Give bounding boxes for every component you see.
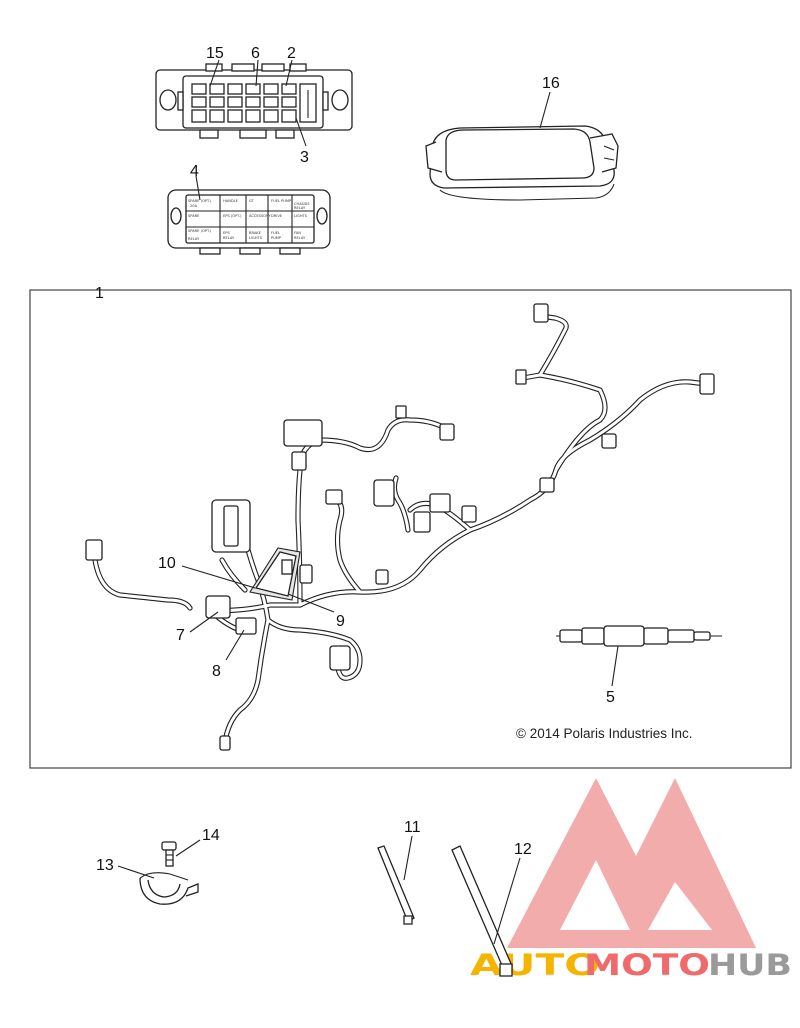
callout-1: 1 <box>95 285 104 302</box>
watermark-text-moto: MOTO <box>584 948 710 982</box>
callout-5: 5 <box>606 689 615 706</box>
callout-9: 9 <box>336 613 345 630</box>
callout-12: 12 <box>514 841 532 858</box>
callout-7: 7 <box>176 627 185 644</box>
svg-text:RELAY: RELAY <box>223 236 235 240</box>
svg-text:BRAKE: BRAKE <box>249 231 262 235</box>
svg-text:CHASSIS: CHASSIS <box>294 202 310 206</box>
svg-text:FAN: FAN <box>294 231 301 235</box>
fuse-box-cover: SPARE (OPT.) 20A HANDLE GT FUEL PUMP CHA… <box>167 189 331 255</box>
callout-11: 11 <box>404 819 421 836</box>
svg-text:LIGHTS: LIGHTS <box>294 214 308 218</box>
leader-lines <box>117 59 619 945</box>
svg-text:20A: 20A <box>190 204 198 208</box>
relay-box <box>249 547 301 601</box>
svg-text:PUMP: PUMP <box>271 236 282 240</box>
cable-tie-large <box>451 845 513 977</box>
svg-text:RELAY: RELAY <box>294 236 306 240</box>
callout-15: 15 <box>206 45 224 62</box>
clamp <box>139 872 199 905</box>
callout-numbers: 15 6 2 3 4 16 1 10 7 8 9 5 13 14 11 12 <box>95 45 615 874</box>
watermark-triangle <box>507 778 756 948</box>
watermark-text-auto: AUTO <box>470 948 600 982</box>
svg-text:SPARE (OPT.): SPARE (OPT.) <box>188 199 212 203</box>
svg-text:SPARE: SPARE <box>188 214 200 218</box>
callout-6: 6 <box>251 45 260 62</box>
svg-text:SPARE (OPT.): SPARE (OPT.) <box>188 229 212 233</box>
svg-text:RELAY: RELAY <box>188 237 200 241</box>
svg-text:FUEL PUMP: FUEL PUMP <box>271 199 292 203</box>
svg-text:DRIVE: DRIVE <box>271 214 283 218</box>
callout-3: 3 <box>300 149 309 166</box>
svg-text:GT: GT <box>249 199 255 203</box>
svg-text:LIGHTS: LIGHTS <box>249 236 263 240</box>
watermark-logo: AUTO MOTO HUB <box>470 778 792 982</box>
copyright-notice: © 2014 Polaris Industries Inc. <box>516 726 693 741</box>
callout-4: 4 <box>190 163 199 180</box>
cover-label-text: SPARE (OPT.) 20A HANDLE GT FUEL PUMP CHA… <box>188 199 310 241</box>
svg-text:RELAY: RELAY <box>294 206 306 210</box>
svg-text:EPS (OPT.): EPS (OPT.) <box>223 214 242 218</box>
callout-8: 8 <box>212 663 221 680</box>
svg-text:FUEL: FUEL <box>271 231 280 235</box>
svg-text:ACCESSORY: ACCESSORY <box>249 214 271 218</box>
screw <box>161 841 177 867</box>
harness-frame <box>29 289 792 769</box>
protective-cover <box>425 125 619 201</box>
callout-16: 16 <box>542 75 560 92</box>
fuse-box-top <box>155 63 353 139</box>
wire-harness <box>92 313 709 745</box>
callout-14: 14 <box>202 827 220 844</box>
connector-5 <box>556 625 722 647</box>
svg-text:HANDLE: HANDLE <box>223 199 239 203</box>
svg-text:EPS: EPS <box>223 231 230 235</box>
watermark-text-hub: HUB <box>708 948 792 982</box>
callout-10: 10 <box>158 555 176 572</box>
callout-13: 13 <box>96 857 114 874</box>
callout-2: 2 <box>287 45 296 62</box>
cable-tie-small <box>377 845 415 925</box>
harness-connectors <box>85 303 715 751</box>
